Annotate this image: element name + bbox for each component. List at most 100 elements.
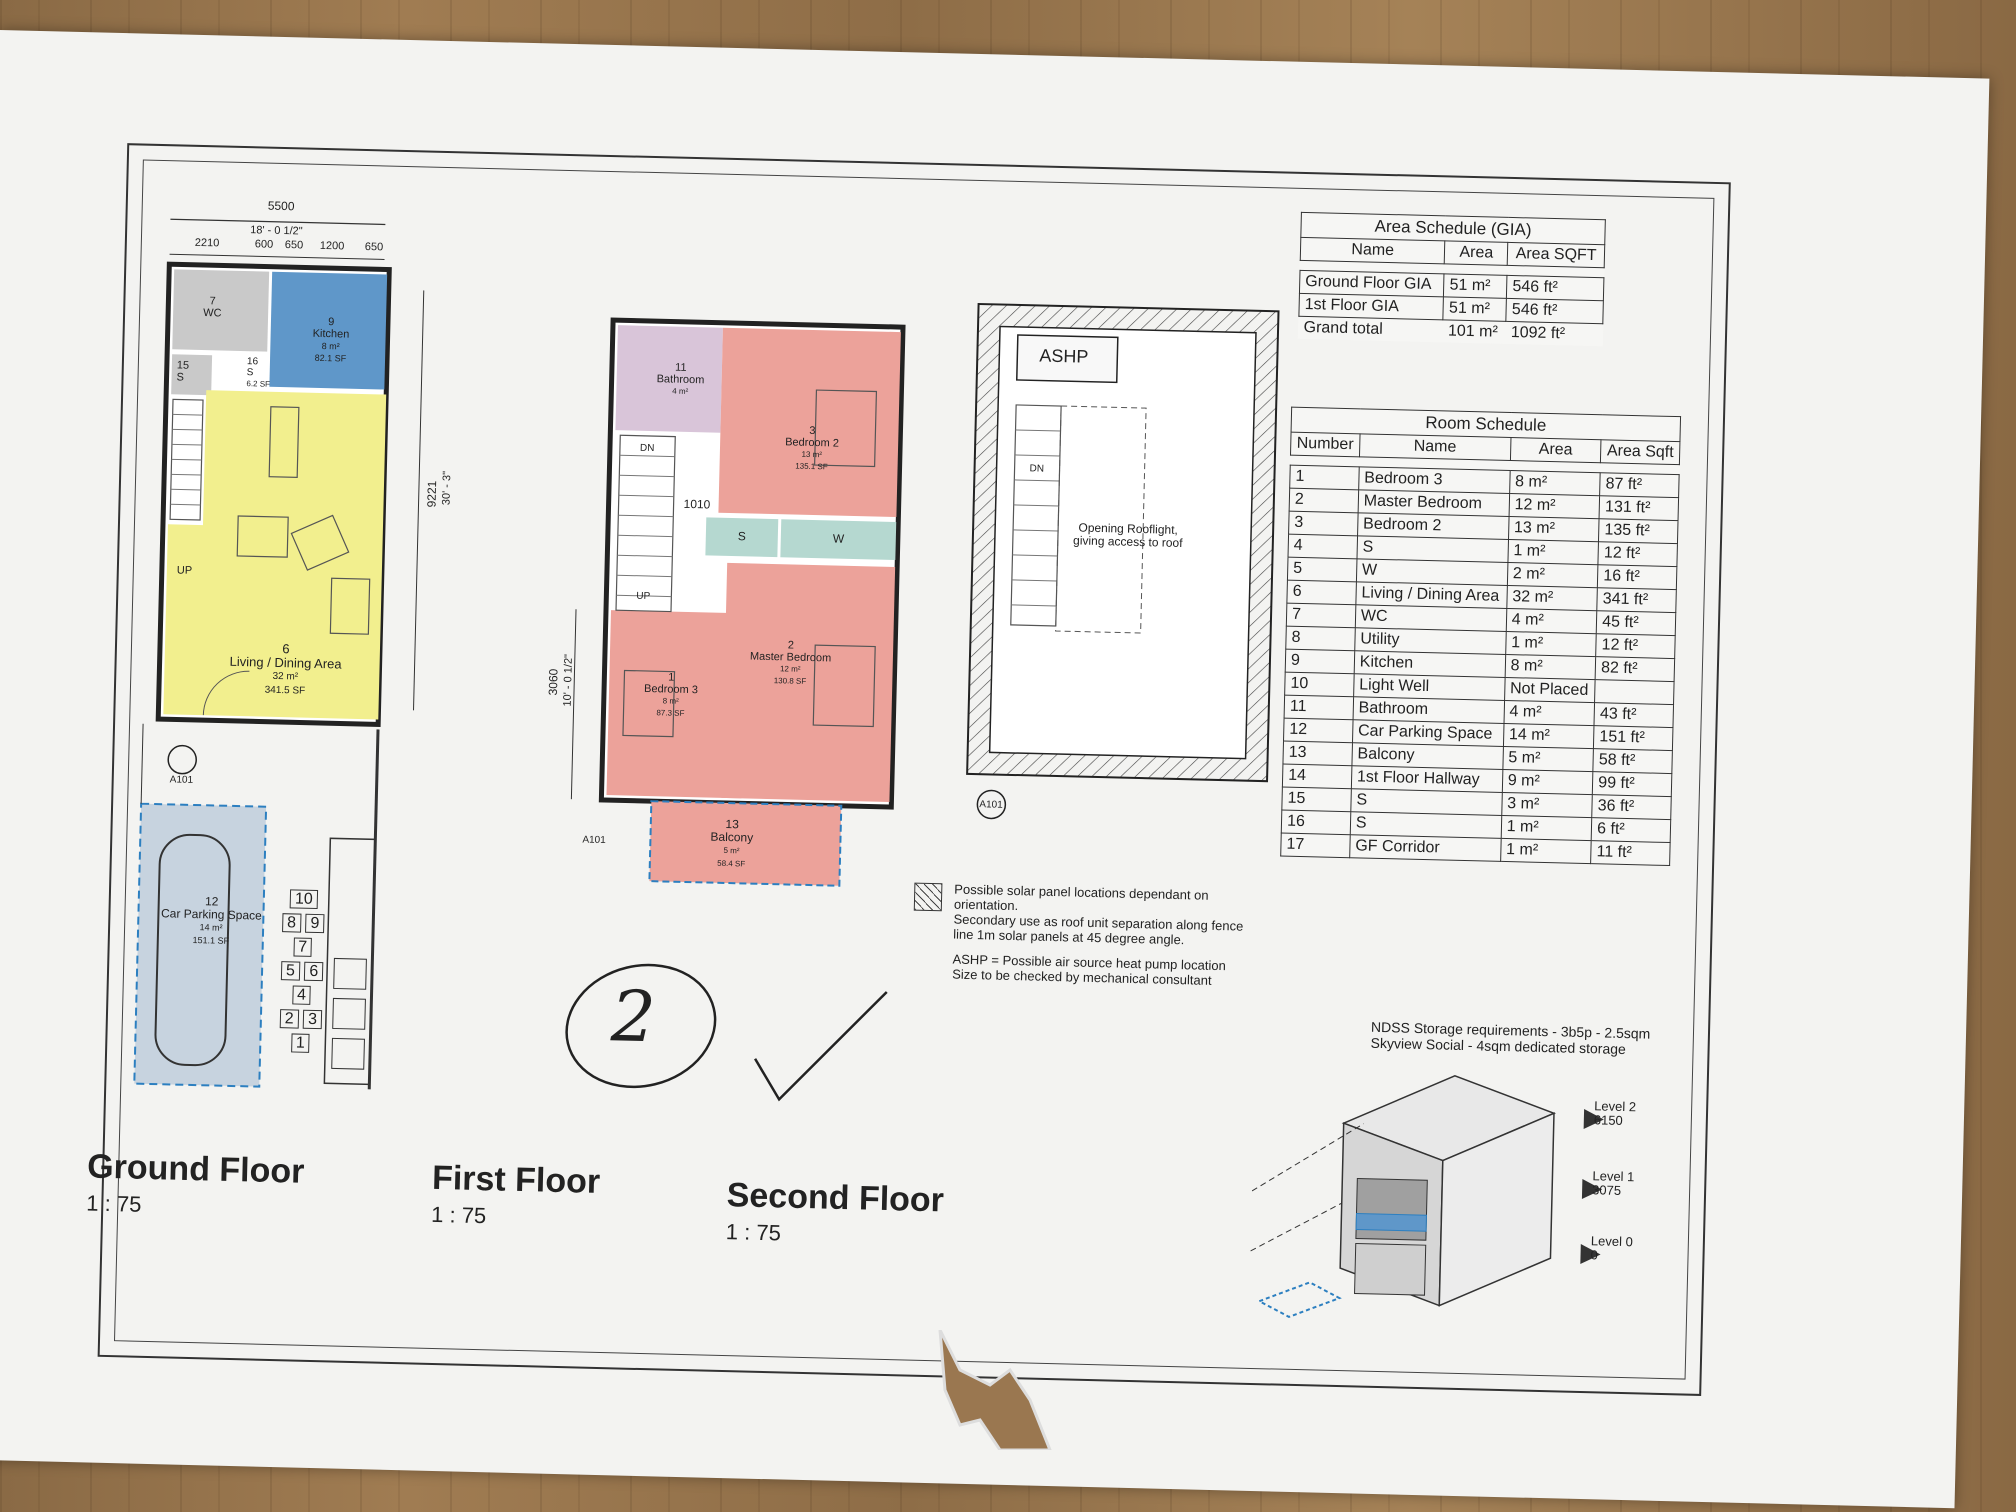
annotation-number: 2 — [610, 975, 657, 1059]
stair-up-label: UP — [176, 564, 193, 577]
room-cell: 58 ft² — [1593, 748, 1673, 774]
dim-depth-imperial: 30' - 3" — [440, 470, 454, 506]
solar-hatch-swatch — [913, 882, 943, 912]
ff-dim-mm: 3060 — [545, 668, 561, 696]
drawing-sheet: 5500 18' - 0 1/2" 2210 600 650 1200 650 … — [0, 30, 1990, 1509]
room-cell: 4 m² — [1503, 700, 1595, 726]
ashp-label: ASHP — [1039, 345, 1089, 367]
room-cell: 7 — [1286, 603, 1356, 628]
room-cell: 6 ft² — [1591, 817, 1671, 843]
wardrobe-w-label: W — [832, 531, 845, 546]
dim-sub-4: 1200 — [319, 239, 345, 253]
stair-dn-label: DN — [639, 442, 655, 455]
room-cell: 15 — [1281, 787, 1352, 812]
room-cell — [1594, 679, 1675, 705]
room-cell: 2 m² — [1507, 562, 1599, 588]
ff-dim-imperial: 10' - 0 1/2" — [561, 653, 575, 707]
room-cell: 16 ft² — [1597, 564, 1677, 590]
dim-width-mm: 5500 — [267, 198, 295, 214]
room-cell: 5 — [1287, 557, 1357, 582]
room-cell: 36 ft² — [1591, 794, 1672, 820]
section-marker: A101 — [169, 774, 194, 786]
second-floor-plan: ASHP Opening Rooflight, giving access to… — [966, 302, 1309, 837]
room-cell: 87 ft² — [1599, 472, 1680, 498]
dim-width-imperial: 18' - 0 1/2" — [250, 224, 303, 238]
room-cell: 1 m² — [1505, 631, 1597, 657]
paper-tear — [938, 1330, 1052, 1450]
room-cell: 2 — [1289, 488, 1359, 513]
dim-1010: 1010 — [683, 496, 711, 512]
room-cell: 11 — [1284, 695, 1354, 720]
second-floor-title: Second Floor — [726, 1176, 945, 1220]
room-cell: 6 — [1286, 580, 1357, 605]
ground-floor-plan: 5500 18' - 0 1/2" 2210 600 650 1200 650 … — [133, 194, 496, 1137]
storage-s-label: S — [737, 529, 747, 544]
dim-sub-2: 600 — [254, 238, 274, 251]
room-cell: 341 ft² — [1596, 587, 1677, 613]
room-cell: 12 — [1283, 718, 1353, 743]
room-cell: GF Corridor — [1349, 834, 1501, 862]
room-cell: 13 m² — [1508, 516, 1600, 542]
first-floor-title: First Floor — [431, 1158, 601, 1202]
ground-floor-drawing — [133, 218, 425, 1090]
room-cell: 99 ft² — [1592, 771, 1672, 797]
dim-depth-mm: 9221 — [424, 480, 440, 508]
room-cell: 11 ft² — [1590, 840, 1671, 866]
room-cell: 12 ft² — [1595, 633, 1676, 659]
room-header-number: Number — [1290, 432, 1360, 457]
room-cell: 1 — [1289, 465, 1360, 490]
room-cell: 1 m² — [1500, 838, 1592, 864]
room-cell: 3 — [1288, 511, 1358, 536]
room-header-area: Area — [1510, 437, 1602, 463]
room-cell: 4 — [1288, 534, 1358, 559]
room-cell: 8 — [1285, 626, 1356, 651]
room-cell: 1 m² — [1507, 539, 1599, 565]
dim-sub-5: 650 — [364, 240, 384, 254]
area-schedule-table: Area Schedule (GIA) Name Area Area SQFT … — [1297, 211, 1606, 347]
sf-section-marker: A101 — [979, 799, 1003, 811]
storage-note: NDSS Storage requirements - 3b5p - 2.5sq… — [1370, 1018, 1651, 1058]
ground-floor-scale: 1 : 75 — [86, 1190, 142, 1217]
ground-floor-title: Ground Floor — [86, 1147, 305, 1191]
room-cell: 10 — [1284, 672, 1355, 697]
hopscotch-grid: 10 8 9 7 5 6 4 2 3 1 — [275, 887, 329, 1056]
room-cell: 14 m² — [1503, 723, 1595, 749]
room-cell: 14 — [1282, 764, 1352, 789]
room-cell: 151 ft² — [1593, 725, 1673, 751]
room-cell: 1 m² — [1500, 815, 1592, 841]
room-cell: 4 m² — [1505, 608, 1597, 634]
ff-section-marker: A101 — [582, 834, 606, 847]
area-header-area: Area — [1444, 240, 1509, 266]
room-cell: 8 m² — [1504, 654, 1596, 680]
room-schedule-table: Room Schedule Number Name Area Area Sqft… — [1280, 406, 1682, 867]
room-cell: 131 ft² — [1599, 495, 1679, 521]
dim-sub-3: 650 — [284, 239, 304, 252]
room-cell: 82 ft² — [1595, 656, 1675, 682]
first-floor-scale: 1 : 75 — [430, 1201, 487, 1229]
room-cell: 17 — [1280, 833, 1351, 858]
room-cell: 8 m² — [1509, 470, 1601, 496]
room-cell: 45 ft² — [1596, 610, 1676, 636]
room-cell: 3 m² — [1501, 792, 1593, 818]
room-cell: 13 — [1282, 741, 1353, 766]
second-floor-scale: 1 : 75 — [725, 1219, 782, 1246]
room-cell: Not Placed — [1504, 677, 1596, 703]
sf-stair-dn: DN — [1029, 463, 1045, 475]
stair-up-label-ff: UP — [636, 590, 651, 603]
solar-note: Possible solar panel locations dependant… — [952, 881, 1244, 988]
room-cell: 16 — [1281, 810, 1351, 835]
room-cell: 12 m² — [1508, 493, 1600, 519]
